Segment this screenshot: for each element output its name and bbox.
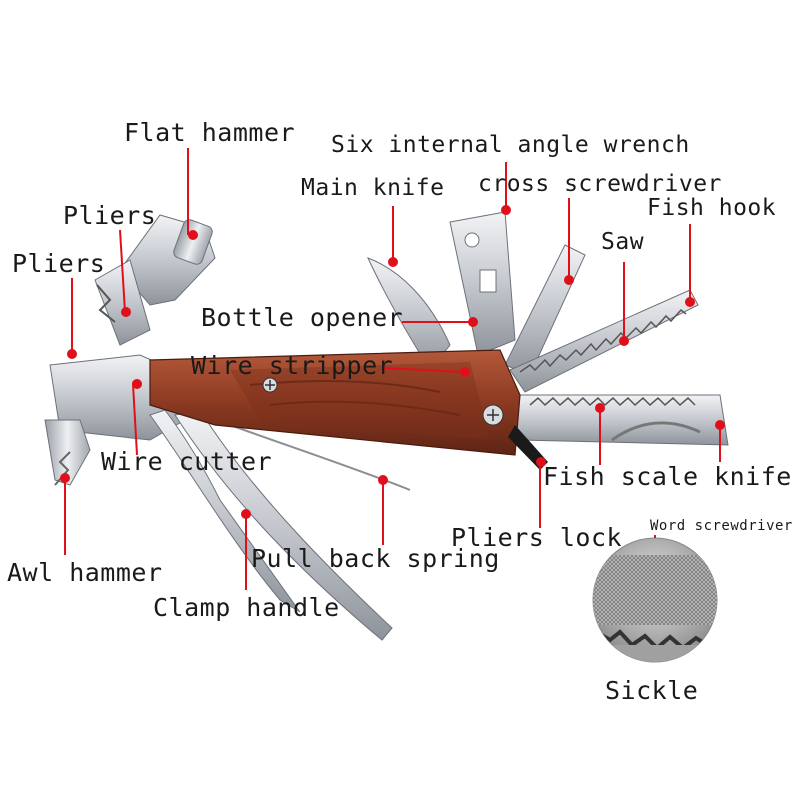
callout-dot-clamp-handle [241,509,251,519]
label-clamp-handle: Clamp handle [153,593,340,622]
label-sickle: Sickle [605,676,699,705]
label-pull-back-spring: Pull back spring [251,544,500,573]
label-cross-screwdriver: cross screwdriver [478,171,722,197]
label-bottle-opener: Bottle opener [201,303,404,332]
label-flat-hammer: Flat hammer [124,118,296,147]
label-fish-hook: Fish hook [647,195,777,221]
callout-dot-awl-hammer [60,473,70,483]
callout-dot-bottle-opener [468,317,478,327]
clamp-handles [149,409,411,641]
label-main-knife: Main knife [301,175,445,201]
label-pliers-lower: Pliers [12,249,106,278]
wrench-bottle-opener-blade [449,211,516,356]
callout-dot-six-angle-wrench [501,205,511,215]
callout-dot-word-screwdriver [715,420,725,430]
callout-dot-main-knife [388,257,398,267]
callout-dots [60,205,725,519]
callout-dot-pliers-lock [536,457,546,467]
callout-dot-wire-stripper [460,367,470,377]
saw-blade [509,289,699,393]
label-pliers-upper: Pliers [63,201,157,230]
callout-dot-flat-hammer [188,230,198,240]
sickle-file-inset [592,537,718,663]
label-word-screwdriver: Word screwdriver [650,518,793,534]
label-wire-cutter: Wire cutter [101,447,273,476]
label-awl-hammer: Awl hammer [7,558,163,587]
callout-dot-pliers-upper [121,307,131,317]
fish-scale-knife-blade [504,394,729,446]
label-saw: Saw [601,229,645,255]
callout-dot-fish-scale-knife [595,403,605,413]
label-fish-scale-knife: Fish scale knife [543,462,792,491]
label-wire-stripper: Wire stripper [191,351,394,380]
callout-dot-cross-screwdriver [564,275,574,285]
callout-dot-saw [619,336,629,346]
callout-dot-pull-back-spring [378,475,388,485]
callout-lines [64,148,721,590]
label-pliers-lock: Pliers lock [451,523,623,552]
callout-dot-wire-cutter [132,379,142,389]
label-six-internal-angle-wrench: Six internal angle wrench [331,132,690,158]
callout-dot-fish-hook [685,297,695,307]
wooden-handle [149,349,548,470]
callout-dot-pliers-lower [67,349,77,359]
